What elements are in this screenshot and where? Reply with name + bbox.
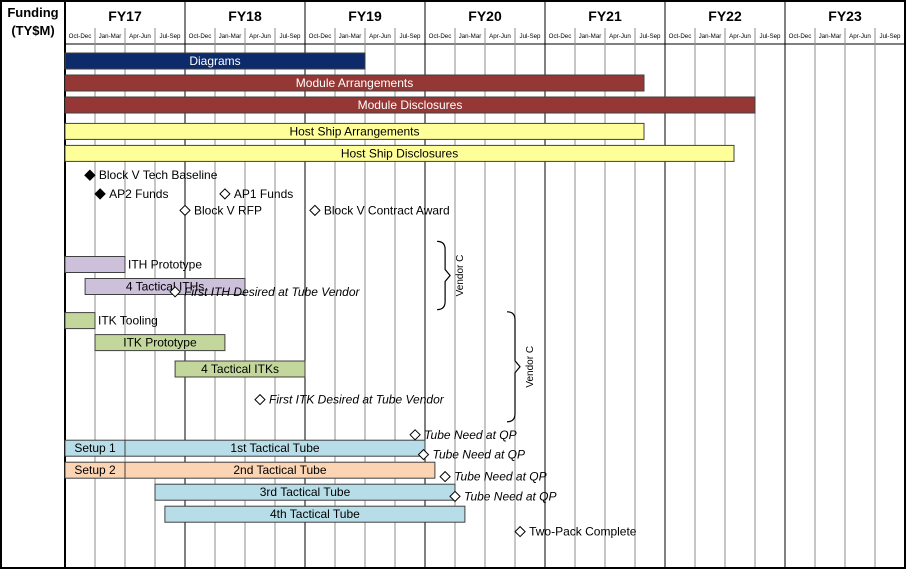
fiscal-year-label: FY17 [108, 8, 142, 24]
bar-label: Module Arrangements [296, 76, 413, 90]
bar [64, 52, 366, 70]
bar-label: Host Ship Disclosures [341, 146, 458, 160]
quarter-label: Oct-Dec [309, 33, 332, 40]
milestone-diamond [409, 429, 421, 441]
milestone-label: Tube Need at QP [454, 470, 546, 484]
quarter-label: Oct-Dec [69, 33, 92, 40]
fiscal-year-label: FY20 [468, 8, 502, 24]
milestone-label: Tube Need at QP [464, 489, 557, 503]
milestone-label: AP1 Funds [234, 187, 293, 201]
fiscal-year-label: FY19 [348, 8, 382, 24]
corner-label-line-2: (TY$M) [11, 23, 54, 38]
quarter-label: Oct-Dec [429, 33, 452, 40]
vendor-bracket [506, 311, 521, 423]
bar [64, 122, 645, 140]
quarter-label: Oct-Dec [669, 33, 692, 40]
bracket-label: Vendor C [455, 255, 466, 297]
bar-label: ITK Tooling [98, 314, 158, 328]
quarter-label: Jan-Mar [99, 33, 122, 40]
bar-label: 1st Tactical Tube [230, 441, 319, 455]
bar [94, 334, 226, 352]
milestone-label: Block V Contract Award [324, 203, 450, 217]
bar-label: 4th Tactical Tube [270, 507, 360, 521]
bar [64, 144, 735, 162]
bar-label: Host Ship Arrangements [289, 124, 419, 138]
vendor-bracket [437, 240, 451, 311]
bar-label: 2nd Tactical Tube [233, 463, 327, 477]
milestone-diamond [514, 525, 526, 538]
quarter-label: Jul-Sep [880, 33, 902, 40]
quarter-label: Jul-Sep [280, 33, 302, 40]
quarter-label: Jan-Mar [699, 33, 722, 40]
bar [174, 360, 306, 378]
milestone-diamond [439, 470, 451, 483]
quarter-label: Jan-Mar [579, 33, 602, 40]
bar [84, 278, 246, 295]
milestone-diamond [179, 204, 191, 217]
quarter-label: Apr-Jun [729, 33, 751, 40]
quarter-label: Jul-Sep [520, 33, 542, 40]
quarter-label: Jul-Sep [760, 33, 782, 40]
milestone-label: AP2 Funds [109, 187, 168, 201]
quarter-label: Jul-Sep [400, 33, 422, 40]
quarter-label: Apr-Jun [129, 33, 151, 40]
milestone-label: Two-Pack Complete [529, 525, 637, 539]
quarter-label: Oct-Dec [549, 33, 572, 40]
fiscal-year-label: FY18 [228, 8, 262, 24]
quarter-label: Jan-Mar [339, 33, 362, 40]
bar-label: 4 Tactical ITHs [126, 280, 204, 294]
quarter-label: Jan-Mar [219, 33, 242, 40]
milestone-diamond [219, 188, 231, 200]
milestone-diamond [254, 393, 266, 406]
milestone-label: First ITK Desired at Tube Vendor [269, 393, 445, 407]
milestone-diamond [94, 188, 106, 200]
quarter-label: Apr-Jun [249, 33, 271, 40]
quarter-label: Jul-Sep [160, 33, 182, 40]
milestone-label: Block V RFP [194, 203, 262, 217]
bar [64, 256, 126, 273]
milestone-label: Tube Need at QP [424, 428, 516, 442]
bar [164, 505, 466, 523]
milestone-diamond [417, 448, 430, 461]
bar [64, 439, 426, 457]
quarter-label: Jan-Mar [819, 33, 842, 40]
fiscal-year-label: FY22 [708, 8, 742, 24]
milestone-diamond [449, 490, 461, 503]
bar [64, 74, 645, 92]
quarter-label: Apr-Jun [609, 33, 631, 40]
quarter-label: Jan-Mar [459, 33, 482, 40]
milestone-diamond [84, 169, 96, 181]
fiscal-year-label: FY23 [828, 8, 862, 24]
bar-label: Module Disclosures [358, 98, 463, 112]
fiscal-year-label: FY21 [588, 8, 622, 24]
quarter-label: Apr-Jun [369, 33, 391, 40]
bar [64, 96, 756, 114]
bar-label: 4 Tactical ITKs [201, 362, 279, 376]
segment-label: Setup 2 [74, 463, 116, 477]
quarter-label: Jul-Sep [640, 33, 662, 40]
quarter-label: Apr-Jun [849, 33, 871, 40]
bar-label: ITH Prototype [128, 258, 202, 272]
quarter-label: Apr-Jun [489, 33, 511, 40]
milestone-diamond [169, 286, 181, 298]
bracket-label: Vendor C [525, 346, 536, 388]
bar [64, 312, 96, 330]
bar-label: Diagrams [189, 54, 240, 68]
milestone-label: Block V Tech Baseline [99, 168, 218, 182]
milestone-diamond [309, 204, 321, 217]
bar [64, 461, 436, 479]
quarter-label: Oct-Dec [189, 33, 212, 40]
milestone-label: Tube Need at QP [433, 448, 526, 462]
bar-label: ITK Prototype [123, 336, 197, 350]
quarter-label: Oct-Dec [789, 33, 812, 40]
segment-label: Setup 1 [74, 441, 116, 455]
corner-label-line-1: Funding [7, 5, 58, 20]
bar-label: 3rd Tactical Tube [260, 485, 351, 499]
milestone-label: First ITH Desired at Tube Vendor [184, 285, 360, 299]
